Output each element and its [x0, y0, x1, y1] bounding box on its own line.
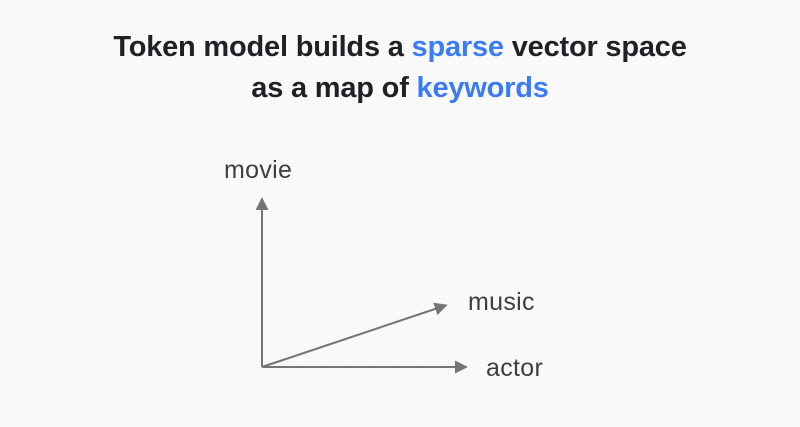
title-text-segment: Token model builds a: [113, 31, 412, 63]
slide-title-line2: as a map of keywords: [0, 68, 800, 109]
title-text-segment: vector space: [503, 31, 687, 63]
title-accent-sparse: sparse: [411, 31, 505, 63]
x-axis-label-actor: actor: [486, 354, 544, 382]
music-vector-arrow: [261, 302, 448, 368]
title-text-segment: as a map of: [251, 72, 417, 104]
slide-title: Token model builds a sparse vector space…: [0, 27, 800, 109]
vector-label-music: music: [468, 288, 535, 316]
slide-title-line1: Token model builds a sparse vector space: [0, 27, 800, 68]
y-axis-label-movie: movie: [224, 156, 293, 184]
title-accent-keywords: keywords: [416, 72, 549, 104]
